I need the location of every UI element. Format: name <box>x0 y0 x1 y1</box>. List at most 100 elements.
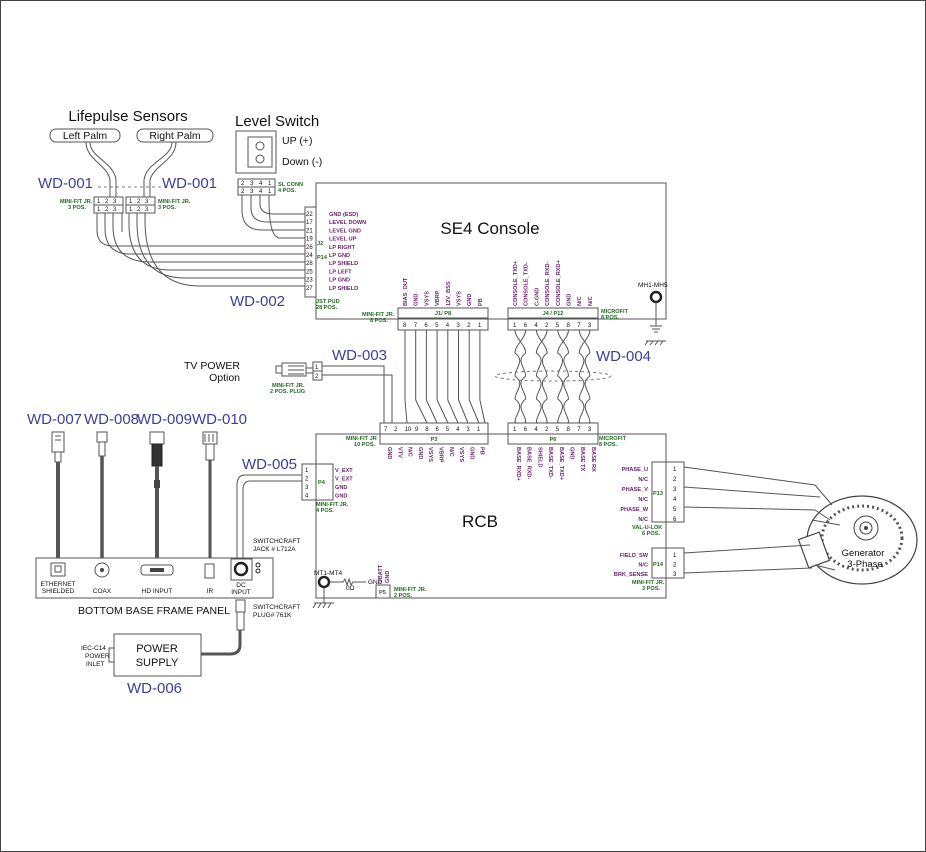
conn-label: MINI-FIT JR. <box>158 199 191 205</box>
conn-label: MINI-FIT JR. <box>394 587 427 593</box>
p4-pin: 2 <box>305 477 309 483</box>
p6-pin: 6 <box>524 427 528 433</box>
j4-signal: CONSOLE_TXD- <box>524 262 530 306</box>
p13-pin: 6 <box>673 517 677 523</box>
tv-option-label: Option <box>209 372 240 384</box>
j1-pin: 3 <box>457 323 461 329</box>
j2-pin: 23 <box>306 278 313 284</box>
power-supply-label: POWER <box>136 643 178 655</box>
power-supply <box>113 633 202 677</box>
svg-text:4: 4 <box>259 189 263 195</box>
svg-text:2: 2 <box>137 199 141 205</box>
conn-label: 8 POS. <box>370 318 388 324</box>
j4-pin: 2 <box>545 323 549 329</box>
j2-signal: LEVEL GND <box>329 228 361 234</box>
wd-003-wire <box>458 330 469 424</box>
j2-pin: 26 <box>306 245 313 251</box>
svg-text:2: 2 <box>137 207 141 213</box>
p13-signal: PHASE_V <box>622 487 648 493</box>
wd-004-shield <box>494 370 612 382</box>
iec-power-label: POWER <box>85 653 110 660</box>
ethernet-shielded-label: SHIELDED <box>42 588 75 595</box>
p3-pin: 4 <box>456 427 460 433</box>
wd-003-wire <box>468 330 480 424</box>
svg-text:1: 1 <box>129 207 133 213</box>
j1-signal: 12V_BSS <box>446 281 452 306</box>
p4-label-box <box>315 463 334 501</box>
p3-signal: VSYS <box>458 447 464 462</box>
dc-plug <box>235 599 246 613</box>
j2-pin: 28 <box>306 261 313 267</box>
se4-console-title: SE4 Console <box>440 219 539 238</box>
wd-001-left-label: WD-001 <box>38 175 93 192</box>
wd-002-label: WD-002 <box>230 293 285 310</box>
conn-label: 28 POS. <box>316 305 338 311</box>
p3-pin: 3 <box>466 427 470 433</box>
p6-signal: BASE RX <box>590 447 596 472</box>
p3-label-box <box>379 433 489 445</box>
p4-signal: GND <box>335 485 347 491</box>
p3-signal: VSYS <box>427 447 433 462</box>
wd-003-wire <box>479 330 486 424</box>
j2-pin: 21 <box>306 228 313 234</box>
p5-label: P5 <box>379 590 386 596</box>
j1-signal: PB <box>478 298 484 306</box>
p6-signal: BASE TX <box>579 447 585 472</box>
p6-pin: 5 <box>556 427 560 433</box>
wd-007-label: WD-007 <box>27 411 82 428</box>
p13-signal: N/C <box>638 477 648 483</box>
conn-label: 2 POS. PLUG <box>270 389 305 395</box>
dc-label: DC <box>236 582 246 589</box>
p6-connector <box>507 422 599 435</box>
svg-text:3: 3 <box>250 181 254 187</box>
p5-signal: VBATT <box>378 564 384 583</box>
j4-signal: CONSOLE_TXD+ <box>513 260 519 306</box>
left-palm-sensor <box>49 128 121 143</box>
p6-signal: BASE_RXD- <box>526 447 532 479</box>
wd-003-wire <box>436 330 449 424</box>
j2-pin: 25 <box>306 269 313 275</box>
j1-pin: 5 <box>435 323 439 329</box>
p14-signal: FIELD_SW <box>620 553 649 559</box>
conn-label: 3 POS. <box>642 586 660 592</box>
ir-port-label: IR <box>207 588 214 595</box>
p14-rcb-label: P14 <box>653 562 664 568</box>
mount-label: MT1-MT4 <box>314 570 343 577</box>
coax-cable-icon <box>96 431 108 558</box>
j4-pin: 3 <box>588 323 592 329</box>
conn-label: VAL-U-LOK <box>632 525 662 531</box>
p3-signal: PB <box>479 447 485 455</box>
p3-signal: GND <box>386 447 392 459</box>
ethernet-port-label: ETHERNET <box>40 581 75 588</box>
svg-text:3: 3 <box>145 207 149 213</box>
ethernet-cable-icon <box>51 431 65 558</box>
svg-text:2: 2 <box>241 181 245 187</box>
j4-pin: 5 <box>556 323 560 329</box>
j2-pin: 22 <box>306 212 313 218</box>
p6-signal: BASE_TXD+ <box>558 447 564 481</box>
p13-pin: 2 <box>673 477 677 483</box>
j4-signal: N/C <box>577 296 583 306</box>
conn-label: MINI-FIT JR. <box>316 502 349 508</box>
p3-pin: 1 <box>477 427 481 433</box>
switchcraft-plug-number: PLUG# 761K <box>253 612 292 619</box>
p13-pin: 4 <box>673 497 677 503</box>
j1-signal: VSYS <box>457 291 463 306</box>
rcb-title: RCB <box>462 512 498 531</box>
p4-signal: V_EXT <box>335 477 353 483</box>
j4-label: J4 / P12 <box>543 311 564 317</box>
switchcraft-plug-label: SWITCHCRAFT <box>253 604 300 611</box>
p4-pin: 4 <box>305 494 309 500</box>
wd-009-label: WD-009 <box>137 411 192 428</box>
j4-signal: CONSOLE_RXD+ <box>556 259 562 306</box>
j1-signal: BIAS_OUT <box>403 277 409 306</box>
j1-signal: GND <box>467 294 473 306</box>
switchcraft-jack-label: SWITCHCRAFT <box>253 538 300 545</box>
j4-signal: C-GND <box>534 288 540 306</box>
se4-console-board <box>315 182 667 320</box>
level-up-label: UP (+) <box>282 135 312 147</box>
p4-pin: 3 <box>305 485 309 491</box>
j2-signal: LP RIGHT <box>329 245 356 251</box>
